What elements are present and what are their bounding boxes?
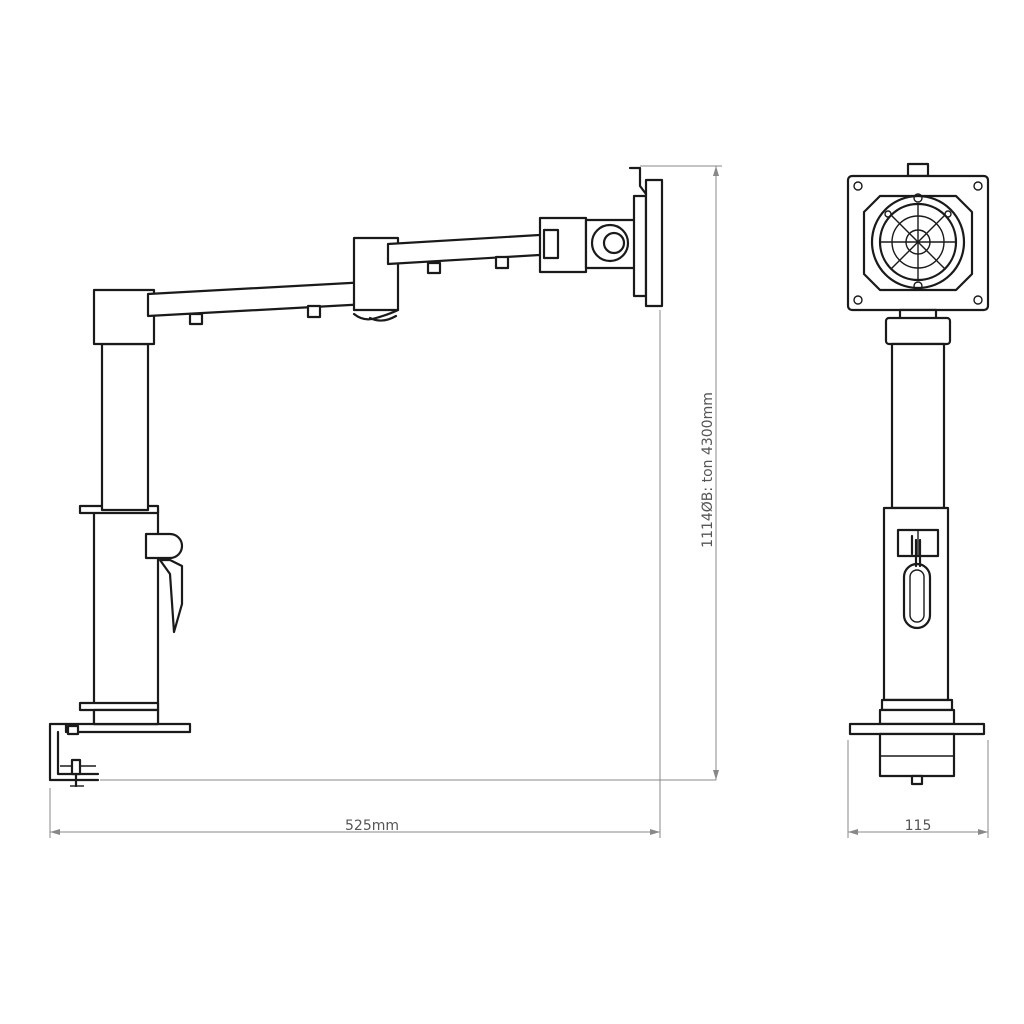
- second-arm-segment: [386, 232, 558, 275]
- height-lever: [144, 532, 184, 634]
- height-dimension-label: 1114ØB: ton 4300mm: [700, 392, 716, 548]
- width-dimension: 525mm: [49, 310, 716, 838]
- end-view-upper-post: [890, 342, 946, 510]
- vesa-plate-edge: [628, 166, 664, 308]
- desk-clamp: [48, 722, 192, 788]
- end-view-neck: [884, 308, 952, 346]
- end-view-width-label: 115: [905, 818, 932, 834]
- tilt-head: [538, 216, 638, 274]
- first-arm-segment: [146, 280, 370, 326]
- height-dimension: 1114ØB: ton 4300mm: [640, 165, 722, 780]
- rotation-disc: [870, 193, 966, 291]
- width-dimension-label: 525mm: [345, 818, 399, 834]
- upper-post: [92, 288, 156, 512]
- end-view-clamp: [848, 698, 986, 786]
- end-view-lower-column: [882, 506, 950, 702]
- monitor-arm-end-view: [846, 162, 990, 786]
- end-view-width-dimension: 115: [847, 740, 989, 838]
- monitor-arm-elevation-view: [48, 166, 664, 788]
